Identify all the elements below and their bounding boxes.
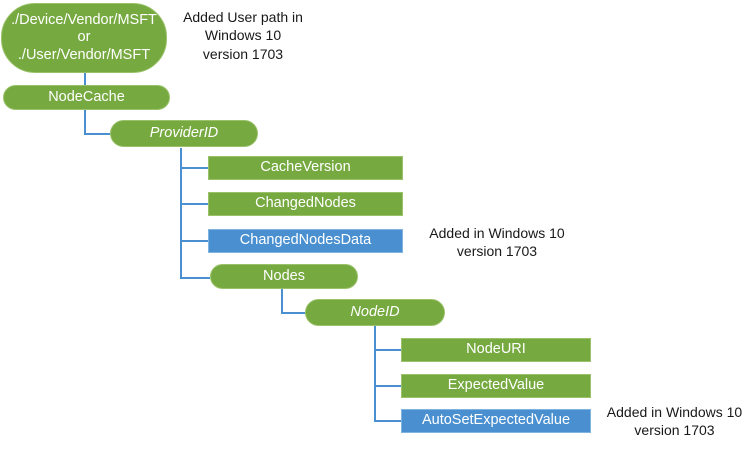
connector-providerid-to-changednodes xyxy=(180,203,208,205)
node-nodeuri[interactable]: NodeURI xyxy=(401,338,591,362)
connector-providerid-to-nodes xyxy=(180,277,210,279)
connector-providerid-to-changednodesdata xyxy=(180,240,208,242)
connector-nodes-trunk xyxy=(281,288,283,314)
connector-nodes-to-nodeid xyxy=(281,312,307,314)
node-nodeid[interactable]: NodeID xyxy=(305,299,445,326)
node-root[interactable]: ./Device/Vendor/MSFT or ./User/Vendor/MS… xyxy=(1,3,167,73)
connector-root-to-nodecache xyxy=(84,72,86,87)
connector-nodecache-trunk xyxy=(84,109,86,135)
connector-nodeid-to-nodeuri xyxy=(374,349,402,351)
node-changednodesdata[interactable]: ChangedNodesData xyxy=(208,229,403,253)
node-providerid[interactable]: ProviderID xyxy=(110,120,258,147)
connector-providerid-to-cacheversion xyxy=(180,167,208,169)
node-nodes[interactable]: Nodes xyxy=(210,264,358,289)
connector-nodeid-to-autosetexpectedvalue xyxy=(374,420,402,422)
node-autosetexpectedvalue[interactable]: AutoSetExpectedValue xyxy=(401,409,591,433)
node-nodecache[interactable]: NodeCache xyxy=(3,85,170,110)
node-expectedvalue[interactable]: ExpectedValue xyxy=(401,374,591,398)
connector-providerid-trunk xyxy=(180,148,182,279)
connector-nodeid-to-expectedvalue xyxy=(374,385,402,387)
node-cacheversion[interactable]: CacheVersion xyxy=(208,156,403,180)
connector-nodecache-to-providerid xyxy=(84,133,114,135)
annotation-autosetexpectedvalue-added: Added in Windows 10 version 1703 xyxy=(606,404,743,439)
annotation-added-user-path: Added User path in Windows 10 version 17… xyxy=(183,9,303,62)
annotation-changednodesdata-added: Added in Windows 10 version 1703 xyxy=(429,225,565,260)
connector-nodeid-trunk xyxy=(374,326,376,422)
node-changednodes[interactable]: ChangedNodes xyxy=(208,192,403,216)
